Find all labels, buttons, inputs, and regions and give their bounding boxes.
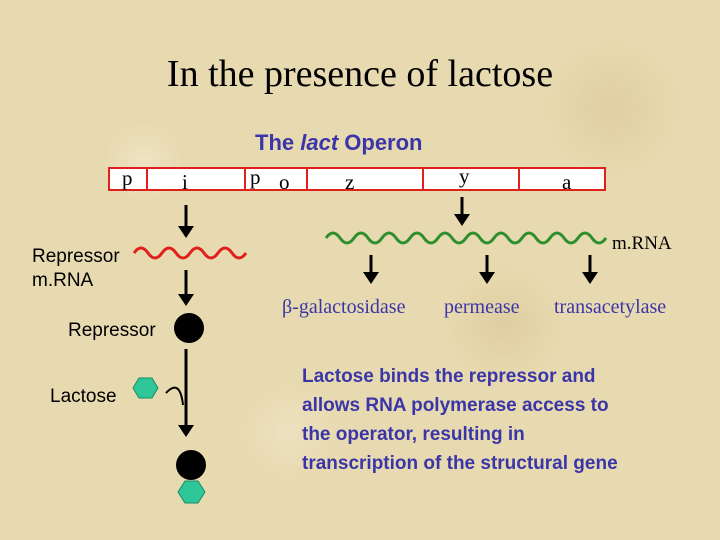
repressor-protein: [174, 313, 204, 343]
gene-segment-p1: [110, 169, 148, 189]
lactose-molecule: [132, 377, 159, 399]
arrow-genes-to-mrna-head: [454, 214, 470, 226]
repressor-mrna-wave: [132, 246, 248, 260]
product-permease: permease: [444, 296, 520, 318]
gene-label-p1: p: [122, 166, 133, 190]
gene-label-z: z: [345, 170, 355, 194]
subtitle-prefix: The: [255, 130, 301, 155]
subtitle-italic: lact: [300, 130, 339, 155]
gene-segment-z: [308, 169, 424, 189]
gene-label-p2: p: [250, 165, 261, 189]
operon-mrna-wave: [324, 231, 608, 245]
repressor-mrna-label-line2: m.RNA: [32, 270, 94, 291]
gene-segment-y: [424, 169, 520, 189]
operon-gene-bar: p i p o z y a: [108, 164, 606, 194]
repressor-mrna-label-line1: Repressor: [32, 246, 120, 267]
arrow-repressor-to-complex-head: [178, 425, 194, 437]
complex-lactose: [177, 480, 206, 504]
operon-mrna-label: m.RNA: [612, 233, 672, 254]
gene-label-y: y: [459, 164, 470, 188]
gene-segment-i: [148, 169, 246, 189]
arrow-i-to-repressor-mrna-head: [178, 226, 194, 238]
description-line-4: transcription of the structural gene: [302, 453, 618, 474]
arrow-product-3-head: [582, 272, 598, 284]
subtitle-suffix: Operon: [338, 130, 423, 155]
gene-label-o: o: [279, 170, 290, 194]
repressor-label: Repressor: [68, 320, 156, 341]
operon-subtitle: The lact Operon: [255, 130, 423, 156]
complex-repressor: [176, 450, 206, 480]
gene-label-i: i: [182, 170, 188, 194]
gene-label-a: a: [562, 170, 572, 194]
lactose-binding-curve: [165, 386, 184, 406]
lactose-label: Lactose: [50, 386, 117, 407]
arrow-product-2-head: [479, 272, 495, 284]
description-line-3: the operator, resulting in: [302, 424, 525, 445]
description-line-1: Lactose binds the repressor and: [302, 366, 596, 387]
arrow-mrna-to-repressor-head: [178, 294, 194, 306]
gene-segment-po: [246, 169, 308, 189]
product-transacetylase: transacetylase: [554, 296, 667, 318]
description-text: Lactose binds the repressor and allows R…: [302, 362, 702, 478]
arrow-product-1-head: [363, 272, 379, 284]
description-line-2: allows RNA polymerase access to: [302, 395, 609, 416]
slide-title: In the presence of lactose: [166, 53, 554, 95]
product-beta-galactosidase: β-galactosidase: [282, 296, 406, 318]
repressor-mrna-label: Repressor m.RNA: [32, 245, 120, 293]
